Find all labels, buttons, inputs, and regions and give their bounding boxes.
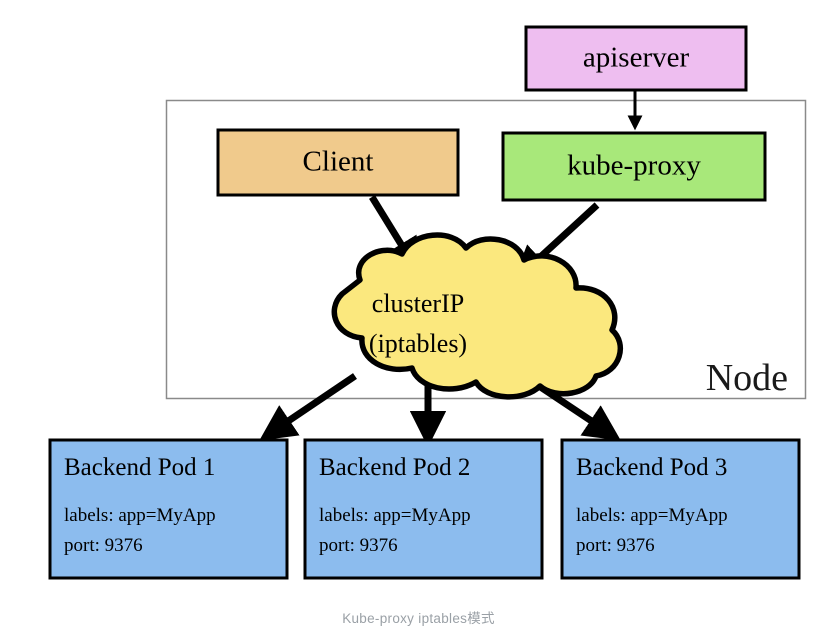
kube-proxy-box[interactable] [501, 131, 767, 202]
pod-3-title: Backend Pod 3 [576, 454, 727, 481]
pod-1-port: port: 9376 [64, 535, 143, 556]
clusterip-cloud-shape[interactable] [331, 232, 624, 400]
pod-3-box[interactable] [560, 438, 801, 580]
node-apiserver[interactable]: apiserver [524, 25, 748, 92]
pod-2-box[interactable] [303, 438, 544, 580]
pod-1-title: Backend Pod 1 [64, 454, 215, 481]
pod-3-port: port: 9376 [576, 535, 655, 556]
backend-pod-1[interactable]: Backend Pod 1 labels: app=MyApp port: 93… [48, 438, 289, 580]
pod-1-box[interactable] [48, 438, 289, 580]
node-client[interactable]: Client [216, 128, 460, 197]
apiserver-label: apiserver [583, 42, 690, 74]
pod-3-labels: labels: app=MyApp [576, 505, 728, 526]
diagram-caption: Kube-proxy iptables模式 [342, 611, 495, 626]
pod-1-labels: labels: app=MyApp [64, 505, 216, 526]
node-clusterip-cloud[interactable]: clusterIP (iptables) [331, 232, 624, 400]
apiserver-box[interactable] [524, 25, 748, 92]
clusterip-label-line2: (iptables) [369, 329, 467, 358]
pod-2-labels: labels: app=MyApp [319, 505, 471, 526]
pod-2-title: Backend Pod 2 [319, 454, 470, 481]
node-container-label: Node [706, 357, 788, 399]
clusterip-label-line1: clusterIP [372, 289, 464, 318]
node-kube-proxy[interactable]: kube-proxy [501, 131, 767, 202]
pod-2-port: port: 9376 [319, 535, 398, 556]
client-box[interactable] [216, 128, 460, 197]
client-label: Client [303, 146, 374, 178]
edge-clusterip-to-pod-1 [259, 373, 357, 441]
backend-pod-2[interactable]: Backend Pod 2 labels: app=MyApp port: 93… [303, 438, 544, 580]
kube-proxy-label: kube-proxy [567, 150, 701, 182]
backend-pod-3[interactable]: Backend Pod 3 labels: app=MyApp port: 93… [560, 438, 801, 580]
